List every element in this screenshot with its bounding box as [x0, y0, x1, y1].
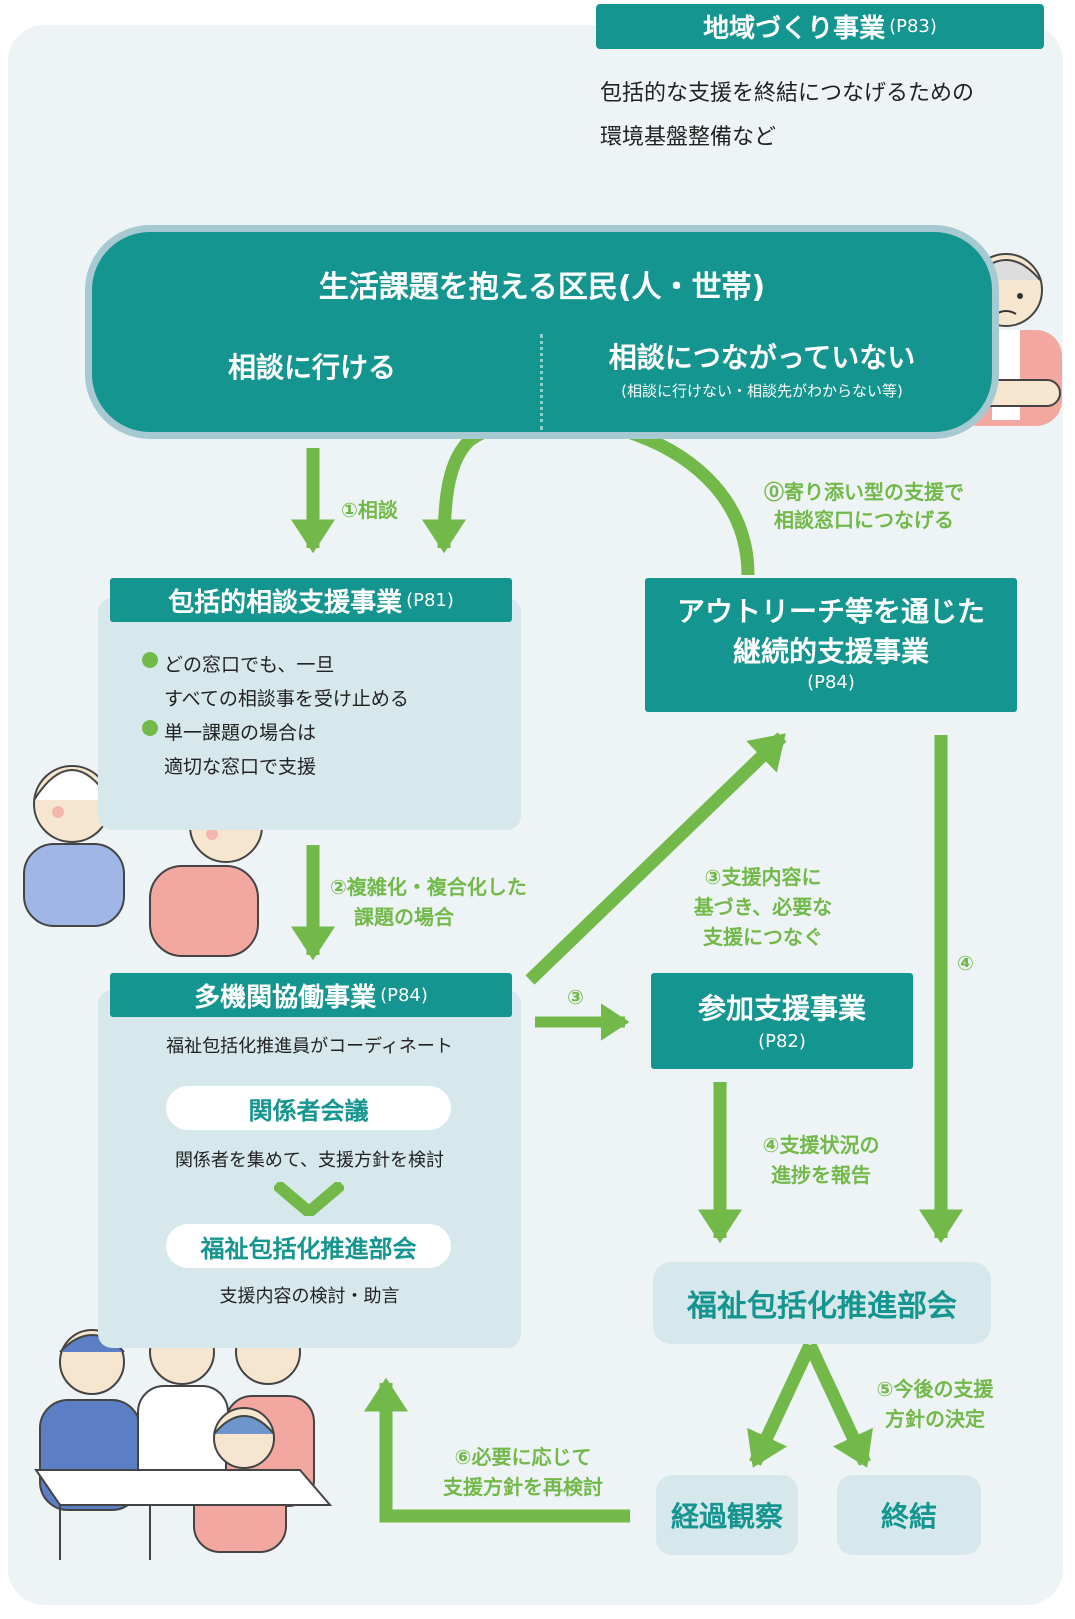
label-policy-decision: ⑤今後の支援 方針の決定 [860, 1374, 1010, 1434]
termination-box: 終結 [837, 1475, 981, 1555]
committee-pill: 福祉包括化推進部会 [166, 1224, 451, 1268]
label-progress-report: ④支援状況の 進捗を報告 [736, 1130, 906, 1190]
arrow-to-observation [747, 1342, 816, 1468]
chevron-down-icon [274, 1182, 344, 1216]
consultation-bullet-2: 単一課題の場合は 適切な窓口で支援 [142, 716, 502, 784]
stakeholder-meeting-desc: 関係者を集めて、支援方針を検討 [174, 1150, 445, 1171]
description-line-1: 包括的な支援を終結につなげるための [600, 81, 975, 106]
label-connect-support-line-1: ③支援内容に [704, 865, 822, 889]
outreach-page: (P84) [807, 672, 855, 693]
participation-page: (P82) [758, 1031, 806, 1052]
outreach-title-line-2: 継続的支援事業 [732, 635, 929, 668]
collaboration-header: 多機関協働事業 (P84) [110, 973, 512, 1017]
label-consult: ①相談 [341, 498, 398, 522]
label-reconsider-line-2: 支援方針を再検討 [443, 1475, 603, 1499]
label-complex-issue: ②複雑化・複合化した 課題の場合 [330, 872, 527, 932]
outreach-title-line-1: アウトリーチ等を通じた [676, 595, 985, 628]
observation-box: 経過観察 [656, 1475, 798, 1555]
consultation-title: 包括的相談支援事業 [168, 587, 403, 618]
description-line-2: 環境基盤整備など [600, 125, 777, 150]
label-connect-support-line-2: 基づき、必要な [693, 895, 833, 919]
label-complex-issue-line-1: ②複雑化・複合化した [330, 875, 527, 899]
consultation-panel: どの窓口でも、一旦 すべての相談事を受け止める 単一課題の場合は 適切な窓口で支… [98, 598, 521, 830]
label-complex-issue-line-2: 課題の場合 [354, 905, 454, 929]
residents-box: 生活課題を抱える区民(人・世帯) 相談に行ける 相談につながっていない (相談に… [92, 232, 992, 432]
consultation-bullet-2-line-1: 単一課題の場合は [164, 722, 317, 744]
residents-title: 生活課題を抱える区民(人・世帯) [318, 270, 766, 305]
label-connect-support-line-3: 支援につなぐ [703, 925, 823, 949]
consultation-bullet-1: どの窓口でも、一旦 すべての相談事を受け止める [142, 648, 502, 716]
community-building-page: (P83) [889, 16, 937, 37]
label-progress-report-line-1: ④支援状況の [762, 1133, 880, 1157]
residents-divider [540, 334, 543, 430]
consultation-header: 包括的相談支援事業 (P81) [110, 578, 512, 622]
residents-can-consult: 相談に行ける [227, 351, 396, 384]
participation-title: 参加支援事業 [697, 992, 866, 1025]
collaboration-title: 多機関協働事業 [194, 982, 377, 1013]
collaboration-panel: 福祉包括化推進員がコーディネート 関係者会議 関係者を集めて、支援方針を検討 福… [98, 990, 521, 1348]
label-participation: ③ [567, 985, 584, 1009]
bullet-dot-icon [142, 652, 158, 668]
arrow-outreach-to-consultation [421, 412, 755, 576]
label-reconsider: ⑥必要に応じて 支援方針を再検討 [408, 1442, 638, 1502]
label-progress-report-line-2: 進捗を報告 [771, 1163, 871, 1187]
label-outreach-report: ④ [957, 951, 974, 975]
collaboration-coordinator: 福祉包括化推進員がコーディネート [166, 1036, 453, 1057]
stakeholder-meeting-pill: 関係者会議 [166, 1086, 451, 1130]
arrow-reconsider [363, 1377, 630, 1523]
consultation-bullets: どの窓口でも、一旦 すべての相談事を受け止める 単一課題の場合は 適切な窓口で支… [142, 648, 502, 784]
label-policy-decision-line-2: 方針の決定 [885, 1407, 985, 1431]
committee-box: 福祉包括化推進部会 [653, 1262, 991, 1344]
committee-desc: 支援内容の検討・助言 [219, 1286, 400, 1307]
community-building-header: 地域づくり事業 (P83) [596, 4, 1044, 49]
label-reconsider-line-1: ⑥必要に応じて [454, 1445, 592, 1469]
consultation-bullet-1-line-2: すべての相談事を受け止める [164, 688, 409, 710]
community-building-title: 地域づくり事業 [703, 14, 886, 44]
collaboration-page: (P84) [380, 984, 428, 1006]
consultation-bullet-1-line-1: どの窓口でも、一旦 [164, 654, 335, 676]
consultation-page: (P81) [406, 589, 454, 611]
arrow-collaboration-to-outreach [525, 732, 787, 985]
label-outreach-connect: ⓪寄り添い型の支援で 相談窓口につなげる [734, 478, 994, 534]
residents-not-connected-note: (相談に行けない・相談先がわからない等) [621, 382, 903, 400]
bullet-dot-icon [142, 720, 158, 736]
outreach-box: アウトリーチ等を通じた 継続的支援事業 (P84) [645, 578, 1017, 712]
label-policy-decision-line-1: ⑤今後の支援 [876, 1377, 994, 1401]
participation-box: 参加支援事業 (P82) [651, 973, 913, 1069]
residents-not-connected: 相談につながっていない [608, 341, 916, 374]
meeting-people-icon [34, 1319, 333, 1560]
arrow-to-termination [804, 1342, 873, 1468]
consultation-bullet-2-line-2: 適切な窓口で支援 [164, 756, 317, 778]
community-building-description: 包括的な支援を終結につなげるための 環境基盤整備など [600, 72, 1060, 160]
label-connect-support: ③支援内容に 基づき、必要な 支援につなぐ [668, 862, 858, 952]
label-outreach-connect-line-1: ⓪寄り添い型の支援で [764, 480, 964, 504]
label-outreach-connect-line-2: 相談窓口につなげる [774, 508, 954, 532]
